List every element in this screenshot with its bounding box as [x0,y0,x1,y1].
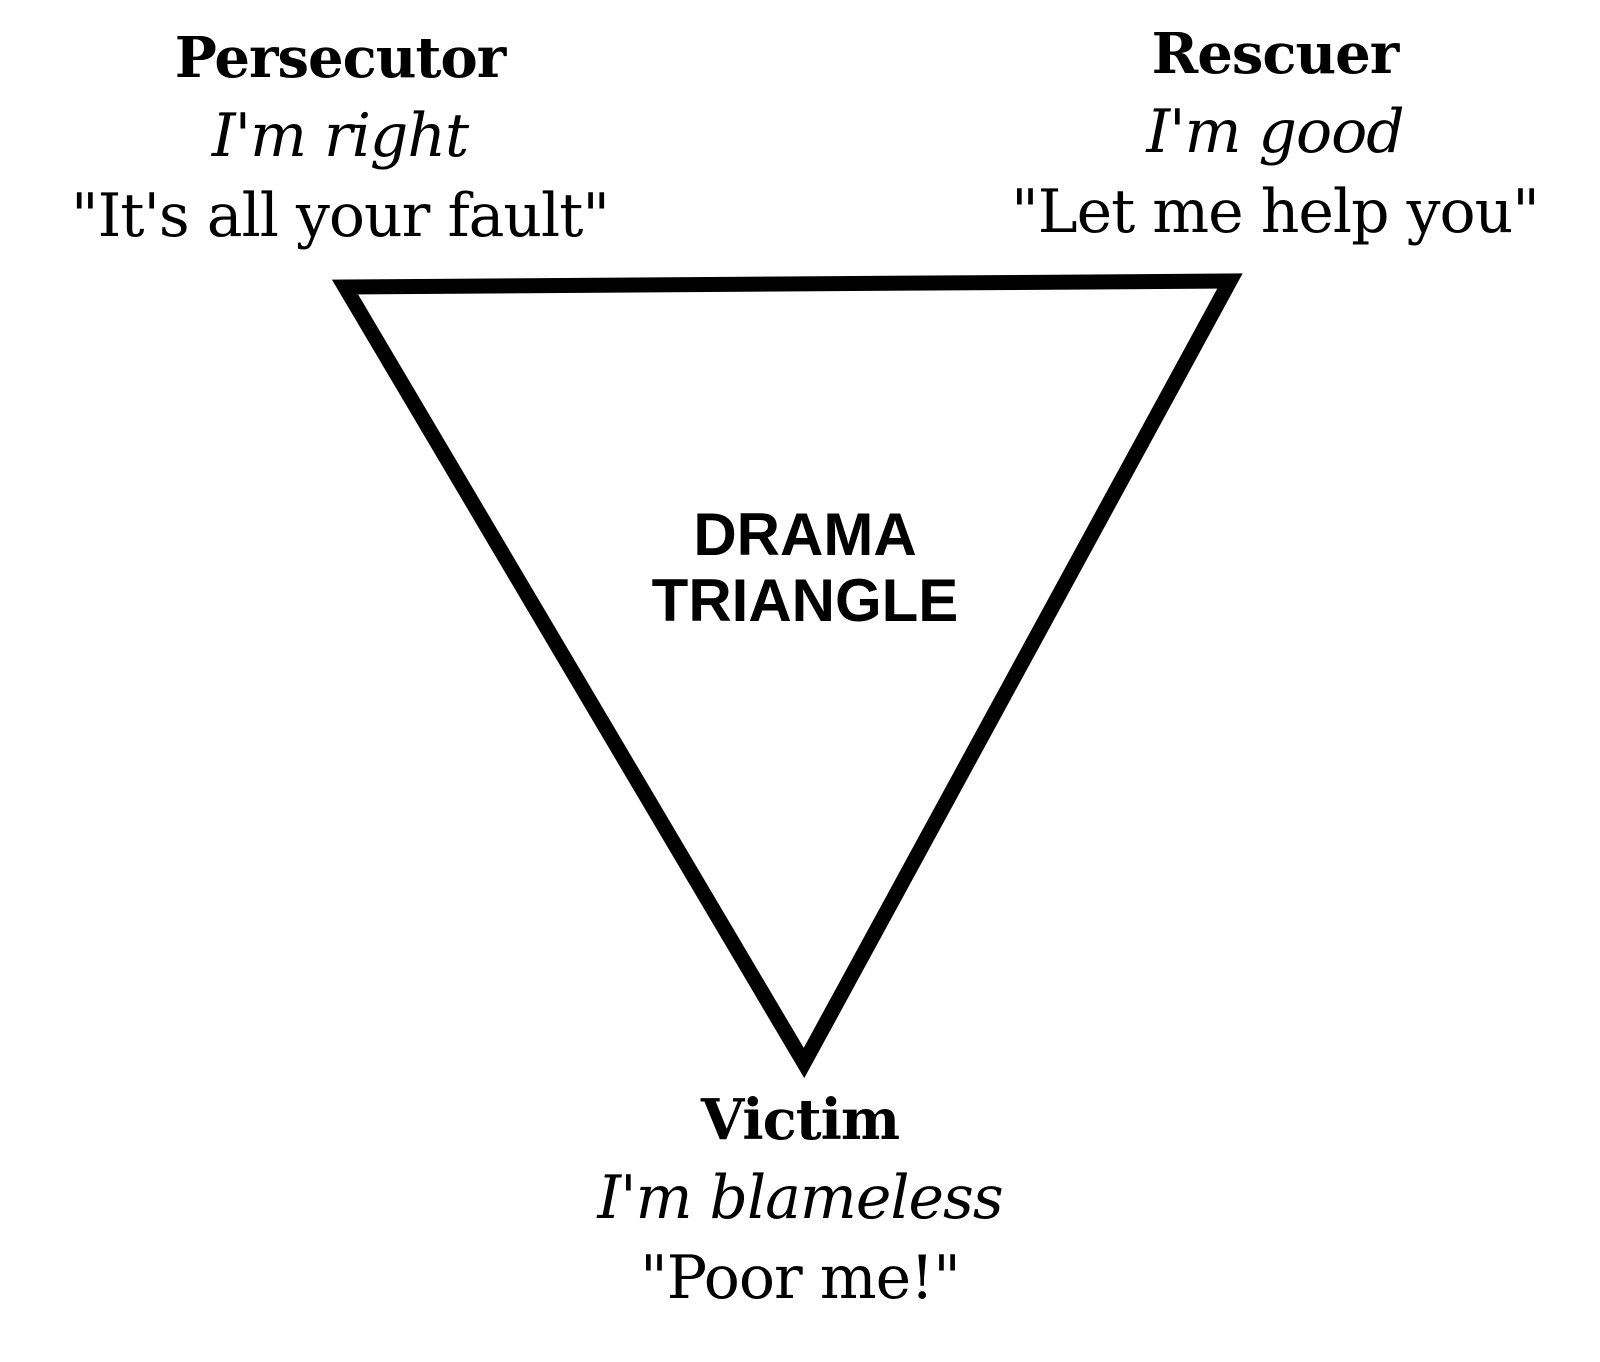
persecutor-name: Persecutor [174,25,506,91]
rescuer-stance: I'm good [1146,97,1404,167]
rescuer-quote: "Let me help you" [1011,177,1540,247]
victim-quote: "Poor me!" [640,1243,961,1313]
persecutor-stance: I'm right [211,101,469,171]
diagram-center-title: DRAMA TRIANGLE [600,502,1010,634]
triangle-outline [331,273,1243,1079]
persecutor-label-group: Persecutor I'm right "It's all your faul… [40,20,640,256]
victim-label-group: Victim I'm blameless "Poor me!" [500,1082,1100,1318]
center-title-line-1: DRAMA [693,501,917,568]
victim-stance: I'm blameless [597,1163,1003,1233]
rescuer-label-group: Rescuer I'm good "Let me help you" [975,16,1575,252]
rescuer-name: Rescuer [1151,21,1400,87]
center-title-line-2: TRIANGLE [651,567,959,634]
victim-name: Victim [700,1087,900,1153]
persecutor-quote: "It's all your fault" [71,181,610,251]
